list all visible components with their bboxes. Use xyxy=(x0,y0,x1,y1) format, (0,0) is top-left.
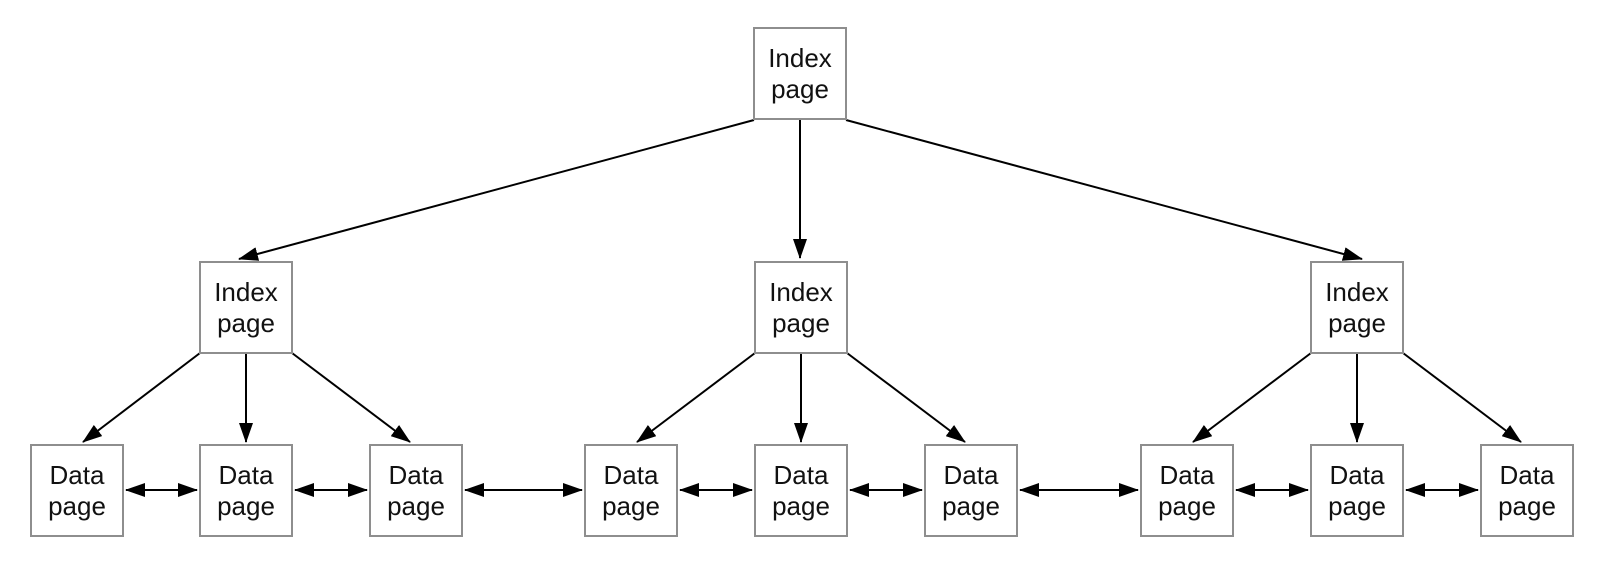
edge-index-2-to-data-6 xyxy=(846,352,966,443)
node-index-3: Index page xyxy=(1310,261,1404,354)
node-data-6: Data page xyxy=(924,444,1018,537)
node-data-7: Data page xyxy=(1140,444,1234,537)
node-index-2: Index page xyxy=(754,261,848,354)
node-data-5: Data page xyxy=(754,444,848,537)
edge-index-3-to-data-9 xyxy=(1402,352,1522,443)
node-data-4: Data page xyxy=(584,444,678,537)
edge-root-to-index-3 xyxy=(845,119,1363,261)
node-root: Index page xyxy=(753,27,847,120)
edge-index-1-to-data-3 xyxy=(291,352,411,443)
edge-index-3-to-data-7 xyxy=(1192,352,1312,443)
edge-index-2-to-data-4 xyxy=(636,352,756,443)
node-data-8: Data page xyxy=(1310,444,1404,537)
node-data-9: Data page xyxy=(1480,444,1574,537)
node-data-3: Data page xyxy=(369,444,463,537)
node-data-1: Data page xyxy=(30,444,124,537)
node-index-1: Index page xyxy=(199,261,293,354)
node-data-2: Data page xyxy=(199,444,293,537)
edge-index-1-to-data-1 xyxy=(82,352,201,443)
edge-root-to-index-1 xyxy=(238,119,755,261)
